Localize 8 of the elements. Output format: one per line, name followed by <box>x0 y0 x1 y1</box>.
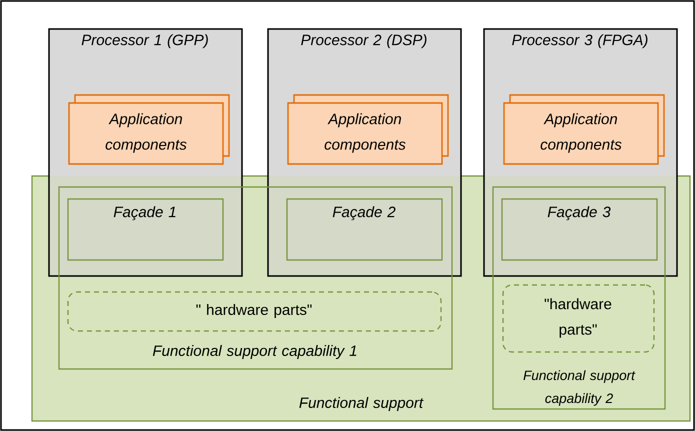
component-stack: Application components <box>287 94 449 165</box>
component-stack: Application components <box>68 94 230 165</box>
component-stack: Application components <box>503 94 665 165</box>
facade-box: Façade 1 <box>67 198 224 261</box>
facade-box: Façade 3 <box>501 198 658 261</box>
hardware-parts-box: " hardware parts" <box>67 291 442 332</box>
hardware-parts-box: "hardware parts" <box>502 284 655 353</box>
facade-box: Façade 2 <box>286 198 443 261</box>
